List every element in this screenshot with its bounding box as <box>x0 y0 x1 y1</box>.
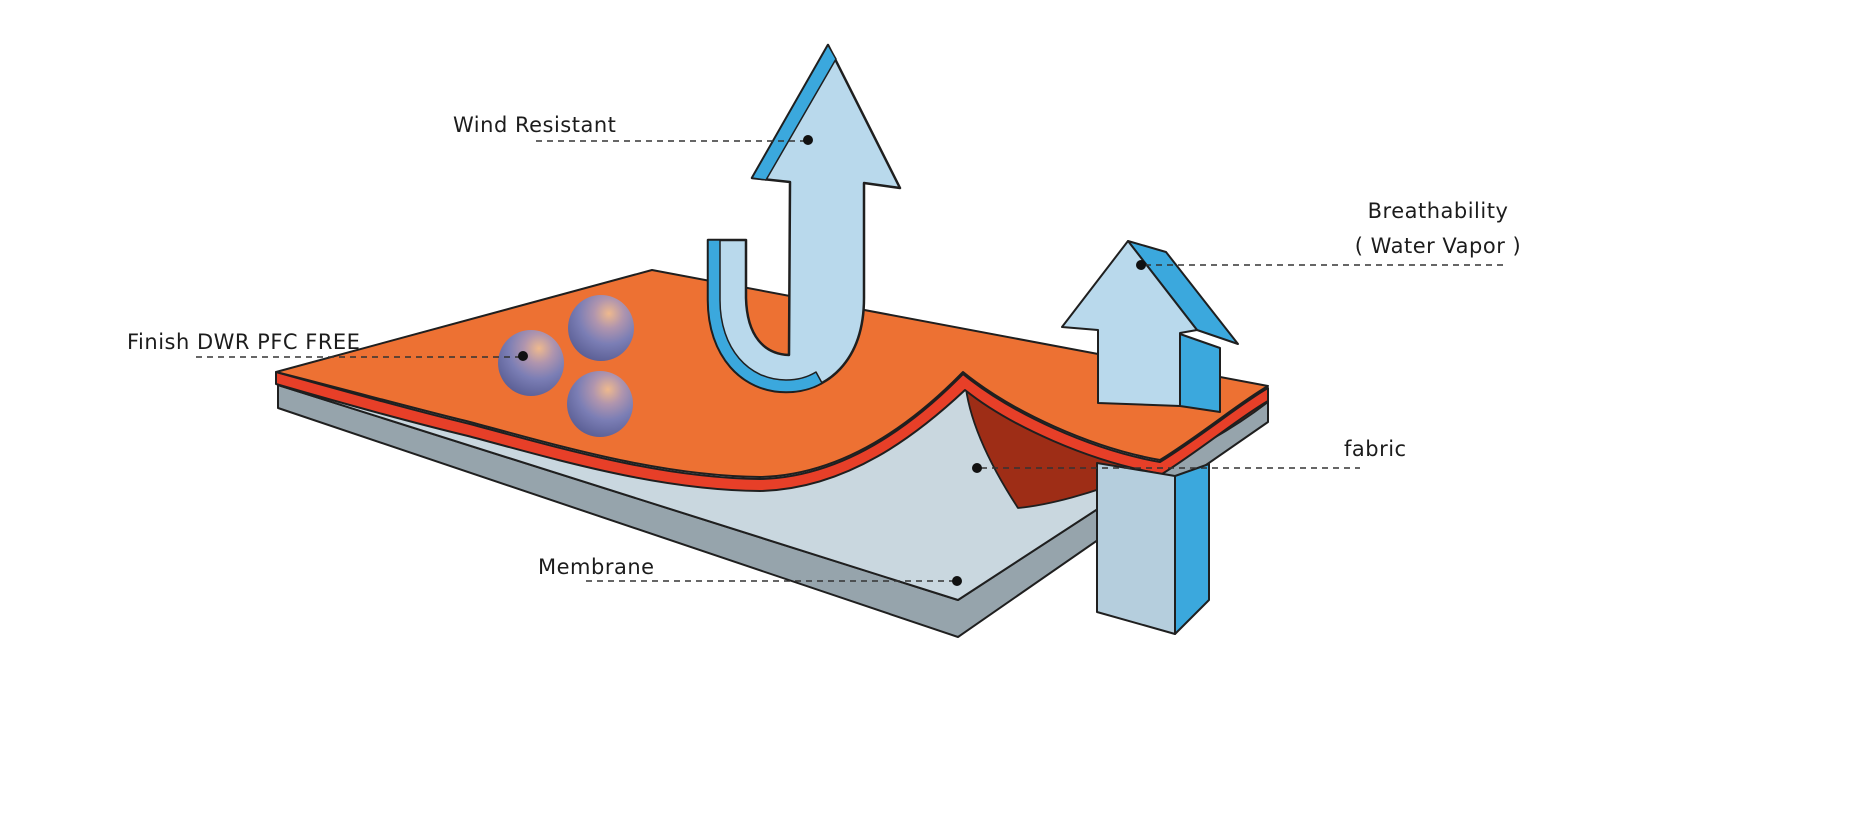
breathability-arrow-front <box>1061 240 1198 407</box>
callout-dot-fabric <box>972 463 982 473</box>
label-finish-dwr: Finish DWR PFC FREE <box>127 330 361 354</box>
fabric-edge-strip <box>275 371 1269 492</box>
callout-leaders <box>196 140 1503 582</box>
callout-dot-wind-resistant <box>803 135 813 145</box>
dwr-bead <box>498 330 564 396</box>
label-breathability-line2: ( Water Vapor ) <box>1354 234 1522 258</box>
label-membrane: Membrane <box>538 555 655 579</box>
vapor-column-side <box>1174 463 1210 635</box>
callout-dot-membrane <box>952 576 962 586</box>
vapor-column <box>1096 462 1210 635</box>
wind-resistant-arrow <box>706 43 902 394</box>
dwr-bead <box>568 295 634 361</box>
label-breathability: Breathability ( Water Vapor ) <box>1352 199 1524 258</box>
wind-arrow-uturn-accent <box>707 239 823 393</box>
label-breathability-line1: Breathability <box>1367 199 1509 223</box>
callout-dot-breathability <box>1136 260 1146 270</box>
dwr-bead <box>567 371 633 437</box>
label-wind-resistant: Wind Resistant <box>453 113 617 137</box>
breathability-arrow <box>1061 240 1239 413</box>
callout-dot-finish <box>518 351 528 361</box>
breathability-arrow-stem-side <box>1179 333 1221 413</box>
label-fabric: fabric <box>1344 437 1407 461</box>
dwr-finish-beads <box>498 295 634 437</box>
wind-arrow-head-accent <box>751 44 837 181</box>
vapor-column-front <box>1096 462 1176 635</box>
callout-dots <box>518 135 1146 586</box>
